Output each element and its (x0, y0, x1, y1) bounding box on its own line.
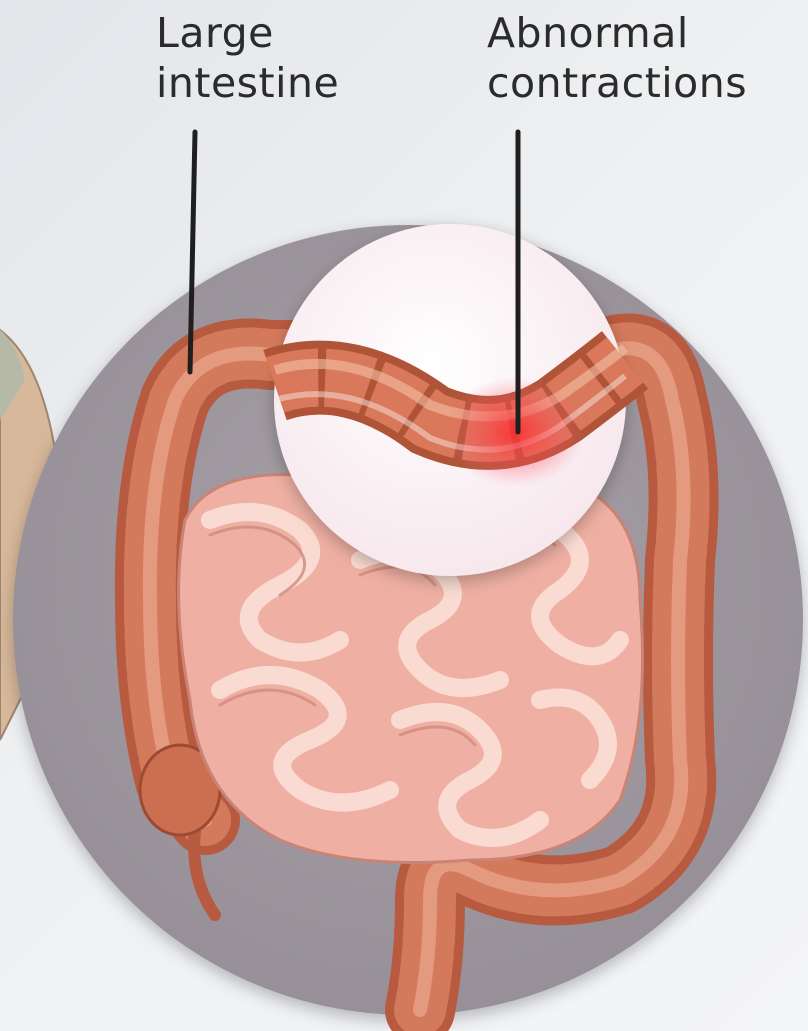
zoom-circle (274, 224, 626, 576)
inflammation-glow (445, 377, 585, 487)
